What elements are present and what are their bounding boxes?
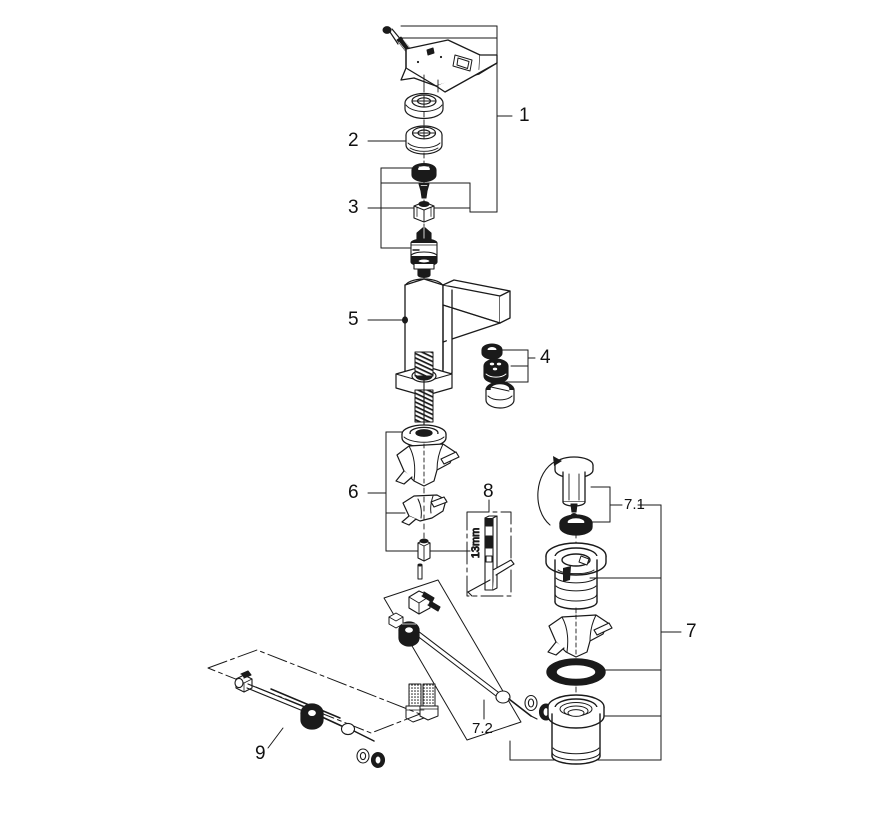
part-drain-tailpiece xyxy=(547,694,605,765)
part-handle-cap-ring xyxy=(404,92,444,120)
part-drain-o-ring xyxy=(546,658,606,686)
callout-9: 9 xyxy=(255,743,266,764)
part-upper-mounting-bracket xyxy=(395,443,460,487)
part-cartridge-retaining-ring xyxy=(411,162,437,183)
callout-7: 7 xyxy=(686,621,697,642)
part-pop-up-linkage-kit xyxy=(207,649,421,769)
callout-7-2: 7.2 xyxy=(472,720,493,737)
callout-7-1: 7.1 xyxy=(624,496,645,513)
part-cartridge-nut xyxy=(413,201,435,223)
tool-size-annotation: 13mm xyxy=(470,528,482,559)
callout-4: 4 xyxy=(540,347,551,368)
part-mounting-washer xyxy=(401,424,447,448)
part-aerator-insert xyxy=(483,358,509,384)
part-cartridge-screw xyxy=(418,183,430,199)
part-lower-mounting-bracket xyxy=(401,494,448,526)
part-ceramic-cartridge xyxy=(410,226,438,278)
callout-3: 3 xyxy=(348,197,359,218)
part-lift-rod-linkage-group xyxy=(383,563,554,741)
part-mounting-nut xyxy=(417,538,431,562)
part-drain-gasket-bracket xyxy=(547,614,613,658)
callout-6: 6 xyxy=(348,482,359,503)
part-threaded-studs xyxy=(405,683,439,723)
part-service-key-13mm xyxy=(466,511,515,597)
part-drain-flange-body xyxy=(545,542,607,610)
part-pop-up-stopper xyxy=(537,456,594,526)
leader-lines xyxy=(267,25,682,761)
part-stopper-seal-ring xyxy=(559,514,593,536)
callout-2: 2 xyxy=(348,130,359,151)
part-threaded-shank xyxy=(414,351,434,435)
part-aerator-housing xyxy=(485,381,515,409)
callout-8: 8 xyxy=(483,481,494,502)
callout-5: 5 xyxy=(348,309,359,330)
callout-numbers: 1 2 3 4 5 6 7 7.1 7.2 8 9 xyxy=(255,105,697,764)
part-cap-collar-nut xyxy=(405,125,443,155)
part-lever-handle-assembly xyxy=(382,26,498,93)
callout-1: 1 xyxy=(519,105,530,126)
